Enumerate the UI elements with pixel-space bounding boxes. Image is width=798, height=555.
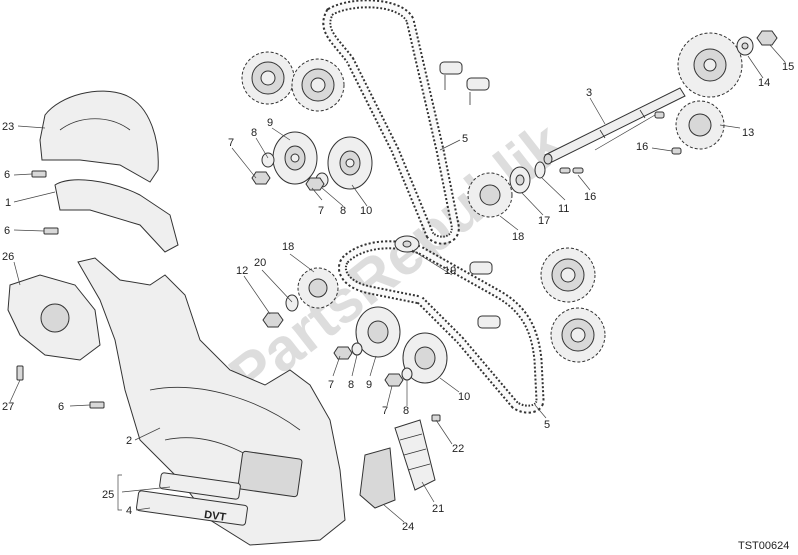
- label-26: 26: [2, 251, 14, 263]
- label-7a: 7: [228, 137, 234, 149]
- leader-lines: [9, 44, 786, 523]
- key-16-small: [559, 167, 584, 174]
- label-3: 3: [586, 87, 592, 99]
- nut-15: [756, 30, 778, 46]
- drive-pulley-18-lower: [297, 267, 339, 309]
- cover-gasket-1: [54, 179, 179, 253]
- label-6b: 6: [4, 225, 10, 237]
- spacer-17: [509, 166, 531, 194]
- label-27: 27: [2, 401, 14, 413]
- outer-cover-26: [7, 274, 101, 361]
- label-7b: 7: [318, 205, 324, 217]
- label-21: 21: [432, 503, 444, 515]
- reference-code: TST00624: [738, 540, 789, 552]
- label-7c: 7: [328, 379, 334, 391]
- badge-4: DVT: [136, 490, 248, 526]
- label-24: 24: [402, 521, 414, 533]
- gear-13-small: [675, 100, 725, 150]
- upper-cover-23: [39, 90, 159, 183]
- washers-upper: [251, 152, 329, 191]
- label-11: 11: [558, 203, 569, 215]
- spacer-19: [394, 235, 420, 253]
- upper-timing-belt: [322, 0, 460, 245]
- label-18b: 18: [282, 241, 294, 253]
- label-5a: 5: [462, 133, 468, 145]
- label-15: 15: [782, 61, 794, 73]
- label-8d: 8: [403, 405, 409, 417]
- label-6c: 6: [58, 401, 64, 413]
- label-19: 19: [444, 265, 456, 277]
- gear-13-large: [677, 32, 743, 98]
- keys-16-upper: [654, 111, 682, 155]
- lower-camshaft-pulley-lower: [550, 307, 606, 363]
- lower-camshaft-pulley-upper: [540, 247, 596, 303]
- label-10a: 10: [360, 205, 372, 217]
- label-17: 17: [538, 215, 550, 227]
- label-23: 23: [2, 121, 14, 133]
- drive-pulley-18-upper: [467, 172, 513, 218]
- label-10b: 10: [458, 391, 470, 403]
- label-2: 2: [126, 435, 132, 447]
- label-16a: 16: [636, 141, 648, 153]
- label-8c: 8: [348, 379, 354, 391]
- callout-labels: 1 2 3 4 5 5 6 6 6 7 7 7 7 8 8 8 8 9 9 10…: [2, 61, 794, 533]
- label-13: 13: [742, 127, 754, 139]
- label-4: 4: [126, 505, 132, 517]
- label-16b: 16: [584, 191, 596, 203]
- label-1: 1: [5, 197, 11, 209]
- timing-shaft-3: [543, 87, 686, 165]
- label-18a: 18: [512, 231, 524, 243]
- label-8a: 8: [251, 127, 257, 139]
- bolt-27: [16, 365, 24, 381]
- upper-camshaft-pulley-left: [241, 51, 295, 105]
- badge-text: DVT: [203, 509, 227, 524]
- main-cover-2: [77, 257, 346, 546]
- upper-studs: [439, 61, 490, 105]
- washers-lower: [333, 342, 413, 387]
- label-25: 25: [102, 489, 114, 501]
- label-12: 12: [236, 265, 248, 277]
- label-14: 14: [758, 77, 770, 89]
- label-9a: 9: [267, 117, 273, 129]
- idler-roller-10-lower: [402, 332, 448, 384]
- nut-12: [262, 312, 284, 328]
- upper-camshaft-pulley-right: [291, 58, 345, 112]
- washer-11: [534, 161, 546, 179]
- label-9b: 9: [366, 379, 372, 391]
- label-7d: 7: [382, 405, 388, 417]
- idler-roller-9-lower: [355, 306, 401, 358]
- idler-roller-9-upper: [272, 131, 318, 185]
- label-20: 20: [254, 257, 266, 269]
- label-5b: 5: [544, 419, 550, 431]
- cover-24: [359, 447, 396, 509]
- lower-studs: [469, 261, 501, 329]
- idler-roller-10-upper: [327, 136, 373, 190]
- label-6a: 6: [4, 169, 10, 181]
- bolt-22: [431, 414, 441, 422]
- label-22: 22: [452, 443, 464, 455]
- trim-25: [159, 472, 241, 500]
- label-8b: 8: [340, 205, 346, 217]
- washer-14: [736, 36, 754, 56]
- bracket-21: [394, 419, 436, 491]
